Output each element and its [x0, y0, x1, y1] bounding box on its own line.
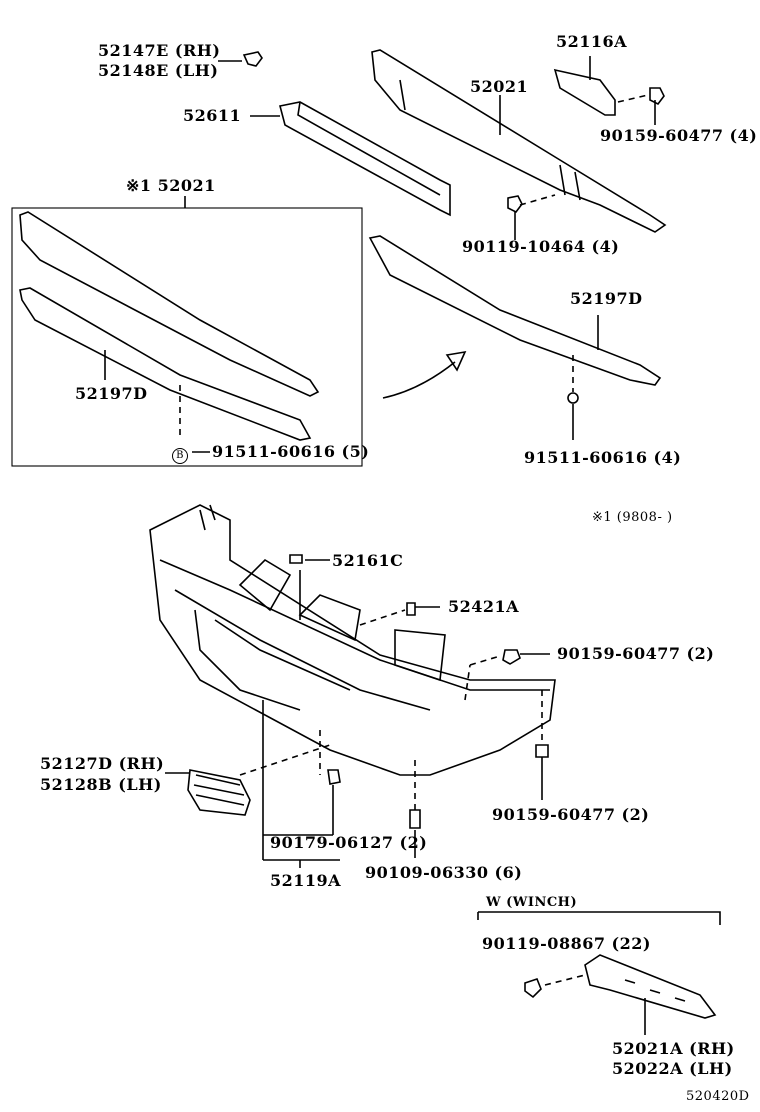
bolt-90119-10464 — [507, 194, 556, 240]
label-52022a: 52022A (LH) — [612, 1059, 733, 1078]
label-52119a: 52119A — [270, 871, 342, 890]
reinforcement-52021 — [371, 49, 667, 233]
grille-52127d — [165, 744, 331, 816]
label-90159-60477-2b: 90159-60477 (2) — [492, 805, 650, 824]
label-52021-top: 52021 — [470, 77, 529, 96]
label-52021a: 52021A (RH) — [612, 1039, 735, 1058]
label-52197d-right: 52197D — [570, 289, 643, 308]
label-52148e: 52148E (LH) — [98, 61, 219, 80]
label-90119-10464: 90119-10464 (4) — [462, 237, 620, 256]
label-90159-60477-4: 90159-60477 (4) — [600, 126, 758, 145]
marker-b-icon: B — [172, 444, 188, 464]
label-52127d: 52127D (RH) — [40, 754, 165, 773]
label-52021-variant: ※1 52021 — [126, 176, 216, 195]
label-90179-06127: 90179-06127 (2) — [270, 833, 428, 852]
bracket-52116a — [553, 56, 665, 125]
bracket-52197d — [368, 235, 662, 440]
clip-52147e — [218, 51, 263, 67]
label-52611: 52611 — [183, 106, 242, 125]
figure-code: 520420D — [686, 1089, 750, 1104]
arrow-icon — [382, 361, 456, 399]
absorber-52611 — [250, 101, 451, 217]
variant-box — [11, 207, 363, 467]
label-91511-60616-5: 91511-60616 (5) — [212, 442, 370, 461]
label-winch: W (WINCH) — [486, 895, 578, 910]
arrow-head-icon — [445, 350, 467, 372]
label-52197d-box: 52197D — [75, 384, 148, 403]
label-91511-60616-4: 91511-60616 (4) — [524, 448, 682, 467]
label-52161c: 52161C — [332, 551, 404, 570]
bumper-cover — [149, 504, 556, 868]
label-52116a: 52116A — [556, 32, 628, 51]
label-90119-08867: 90119-08867 (22) — [482, 934, 651, 953]
winch-bracket — [477, 911, 721, 1035]
label-90159-60477-2a: 90159-60477 (2) — [557, 644, 715, 663]
label-52128b: 52128B (LH) — [40, 775, 162, 794]
variant-note: ※1 (9808- ) — [592, 510, 673, 525]
label-90109-06330: 90109-06330 (6) — [365, 863, 523, 882]
label-52421a: 52421A — [448, 597, 520, 616]
box-reinforcement — [19, 211, 320, 453]
label-52147e: 52147E (RH) — [98, 41, 221, 60]
